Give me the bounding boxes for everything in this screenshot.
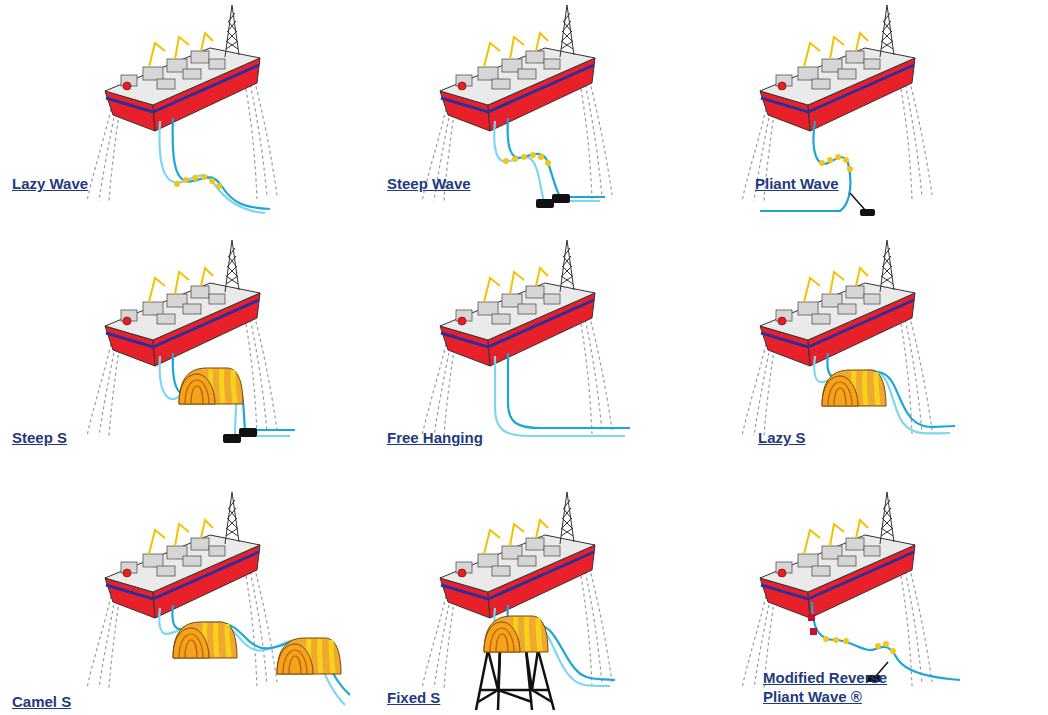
modified-reverse-pliant-wave-figure <box>742 492 960 688</box>
configuration-label: Fixed S <box>387 688 440 707</box>
free-hanging-figure <box>422 240 630 436</box>
configuration-label: Camel S <box>12 692 71 711</box>
configuration-label: Lazy Wave <box>12 174 88 193</box>
camel-s-figure <box>87 492 350 705</box>
pliant-wave-figure <box>742 5 932 216</box>
fixed-s-figure <box>422 492 615 710</box>
configuration-label: Steep Wave <box>387 174 471 193</box>
configuration-label: Pliant Wave <box>755 174 839 193</box>
configuration-label: Steep S <box>12 428 67 447</box>
configuration-label: Modified Reverse Pliant Wave ® <box>763 668 923 706</box>
lazy-s-figure <box>742 240 955 436</box>
lazy-wave-figure <box>87 5 277 213</box>
configuration-label: Lazy S <box>758 428 806 447</box>
configuration-label: Free Hanging <box>387 428 483 447</box>
steep-s-figure <box>87 240 295 443</box>
